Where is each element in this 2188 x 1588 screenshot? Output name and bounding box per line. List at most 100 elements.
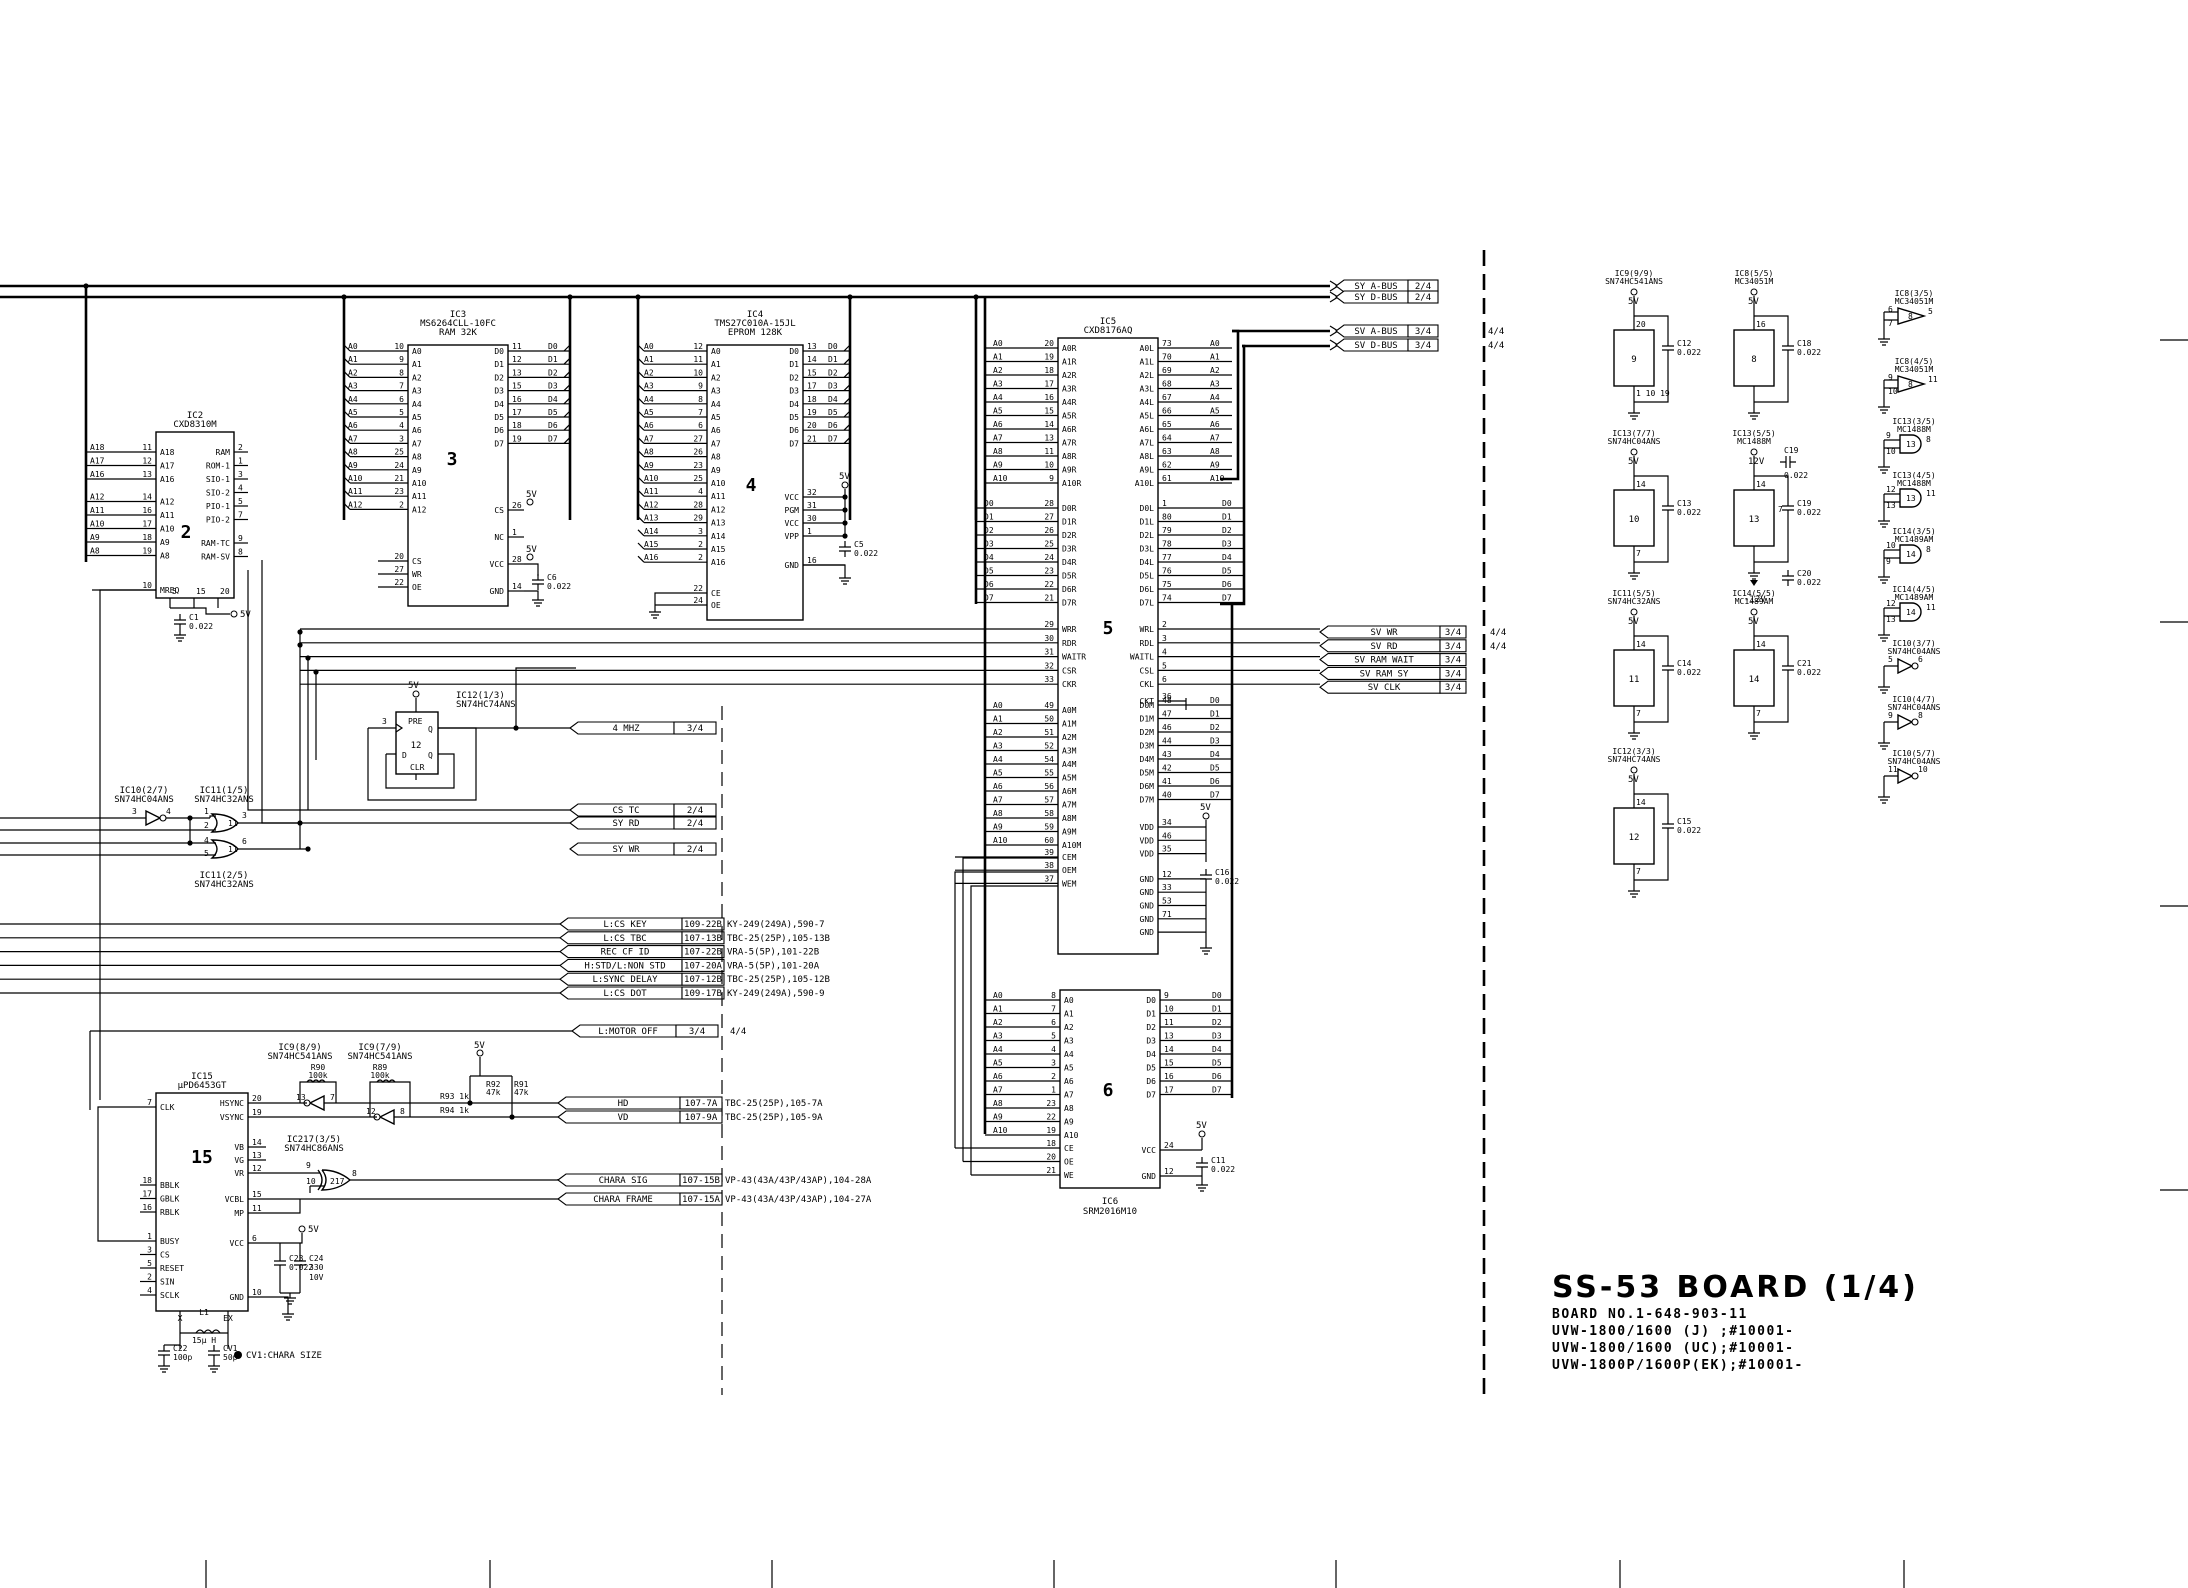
pin-number: 12	[1886, 485, 1896, 494]
junction-dot	[297, 629, 303, 635]
pin-number: 32	[807, 488, 817, 497]
cap-label: C23	[289, 1254, 304, 1263]
pin-name: A10M	[1062, 841, 1081, 850]
pin-number: 10	[1886, 541, 1896, 550]
spare-part: MC1488M	[1897, 425, 1931, 434]
pin-name: A8	[1064, 1104, 1074, 1113]
pin-name: VPP	[785, 532, 800, 541]
pwr-num: 8	[1751, 355, 1756, 365]
ic6-ref: IC6	[1102, 1197, 1118, 1207]
pin-name: A10R	[1062, 479, 1081, 488]
cap-label: C16	[1215, 868, 1230, 877]
pin-number: 15	[807, 368, 817, 377]
pin-name: D5	[789, 413, 799, 422]
pin-name: GND	[490, 587, 505, 596]
wire	[343, 502, 351, 510]
inverter-bubble	[1911, 662, 1919, 670]
wire	[524, 563, 539, 576]
net-label: A3	[644, 382, 654, 391]
pin-name: A0	[711, 347, 721, 356]
flag-text: SV RAM SY	[1360, 669, 1409, 679]
flag-text: SV A-BUS	[1354, 327, 1397, 337]
pin-number: 13	[296, 1093, 306, 1102]
pin-name: A16	[711, 558, 726, 567]
pin-number: 10	[1918, 765, 1928, 774]
pin-number: 11	[1888, 765, 1898, 774]
ground-symbol	[1628, 568, 1640, 580]
pin-name: D6	[789, 426, 799, 435]
spare-part: MC34051M	[1895, 297, 1934, 306]
pin-name: VCC	[785, 519, 800, 528]
spare-inverter	[1897, 713, 1914, 731]
cap-value: 0.022	[1797, 348, 1821, 357]
wire	[637, 529, 645, 537]
pin-name: A5	[711, 413, 721, 422]
model-line-ek: UVW-1800P/1600P(EK);#10001-	[1552, 1358, 1804, 1373]
gate-number: 8	[1908, 312, 1913, 321]
pin-number: 1	[1051, 1086, 1056, 1095]
wire	[1754, 475, 1789, 563]
pin-number: 12	[366, 1107, 376, 1116]
ic12-number: 12	[411, 741, 422, 751]
pin-number: 23	[1044, 567, 1054, 576]
wire	[343, 463, 351, 471]
pin-number: 37	[1044, 874, 1054, 883]
capacitor	[532, 574, 544, 590]
net-label: A11	[348, 487, 363, 496]
gate-ref: IC9(7/9)	[358, 1043, 401, 1053]
pin-name: RBLK	[160, 1208, 179, 1217]
pin-name: D5M	[1140, 769, 1155, 778]
net-label: A1	[993, 715, 1003, 724]
pin-number: 13	[252, 1151, 262, 1160]
net-label: D4	[548, 395, 558, 404]
wire	[299, 632, 317, 849]
pin-number: 38	[1044, 861, 1054, 870]
pin-number: 14	[807, 355, 817, 364]
net-label: D0	[984, 499, 994, 508]
pin-number: 7	[399, 382, 404, 391]
capacitor	[1662, 818, 1674, 834]
supply-terminal	[526, 553, 534, 561]
or-gate-ic11-1	[210, 813, 239, 833]
capacitor	[158, 1345, 170, 1361]
pin-name: A16	[160, 475, 175, 484]
pin-number: 16	[807, 556, 817, 565]
pin-name: A0R	[1062, 344, 1077, 353]
pin-number: 9	[1886, 557, 1891, 566]
wire	[637, 502, 645, 510]
ic12-part: SN74HC74ANS	[456, 700, 516, 710]
flag-ref-box	[679, 1096, 723, 1110]
ic6-part: SRM2016M10	[1083, 1207, 1137, 1217]
junction-dot	[305, 655, 311, 661]
ic6-body	[1059, 989, 1161, 1189]
net-label: A0	[993, 991, 1003, 1000]
pin-name: A5	[1064, 1064, 1074, 1073]
pin-number: 5	[1928, 307, 1933, 316]
pin-name: A5M	[1062, 774, 1077, 783]
pin-number: 6	[1162, 675, 1167, 684]
pin-name: GND	[1140, 915, 1155, 924]
net-label: A14	[644, 527, 659, 536]
net-label: A10	[348, 474, 363, 483]
wire	[1883, 665, 1898, 682]
wire	[563, 436, 571, 444]
inverter-bubble	[1911, 772, 1919, 780]
pin-number: 22	[1044, 580, 1054, 589]
wire	[1883, 549, 1900, 572]
wire	[515, 667, 576, 728]
pwr-part: SN74HC541ANS	[1605, 277, 1663, 286]
ground-symbol	[1878, 462, 1890, 474]
pin-number: 5	[204, 849, 209, 858]
pin-name: A7	[1064, 1091, 1074, 1100]
pin-number: 15	[252, 1190, 262, 1199]
pin-number: 7	[1636, 867, 1641, 876]
capacitor	[1196, 1157, 1208, 1173]
pin-number: 15	[512, 382, 522, 391]
pin-name: CLR	[410, 763, 425, 772]
capacitor	[1782, 500, 1794, 516]
pin-number: 33	[1044, 675, 1054, 684]
pin-number: 13	[1164, 1032, 1174, 1041]
ground-symbol	[174, 630, 186, 642]
pin-number: 13	[1886, 501, 1896, 510]
pin-number: 1	[204, 807, 209, 816]
